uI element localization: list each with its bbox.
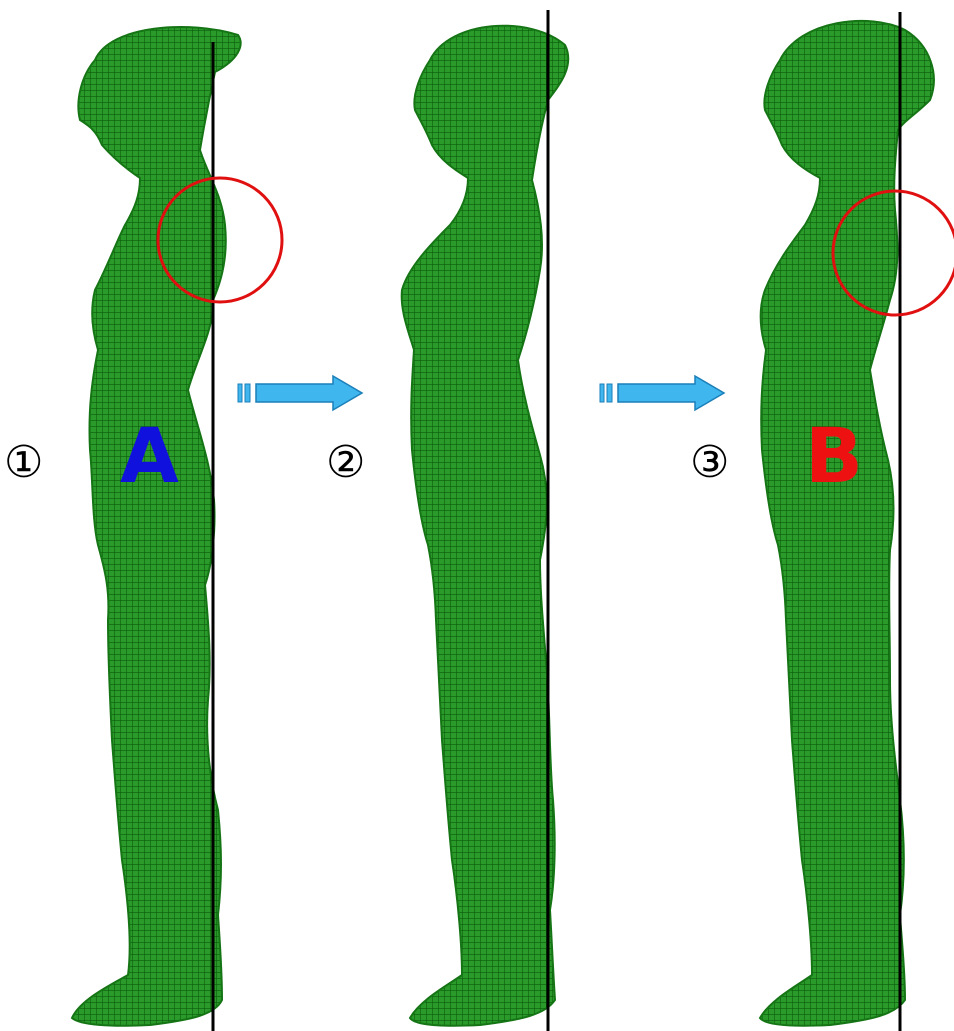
step-label-3: ③	[690, 437, 729, 488]
mesh-body-2	[402, 26, 569, 1026]
figure-letter-a: A	[120, 411, 179, 500]
figure-letter-b: B	[805, 411, 863, 500]
step-label-1: ①	[4, 437, 43, 488]
body-figure-2	[402, 26, 569, 1026]
step-label-2: ②	[326, 437, 365, 488]
body-figure-3	[760, 21, 934, 1026]
arrow-2-to-3	[600, 376, 724, 410]
arrow-1-to-2	[238, 376, 362, 410]
mesh-body-3	[760, 21, 934, 1026]
